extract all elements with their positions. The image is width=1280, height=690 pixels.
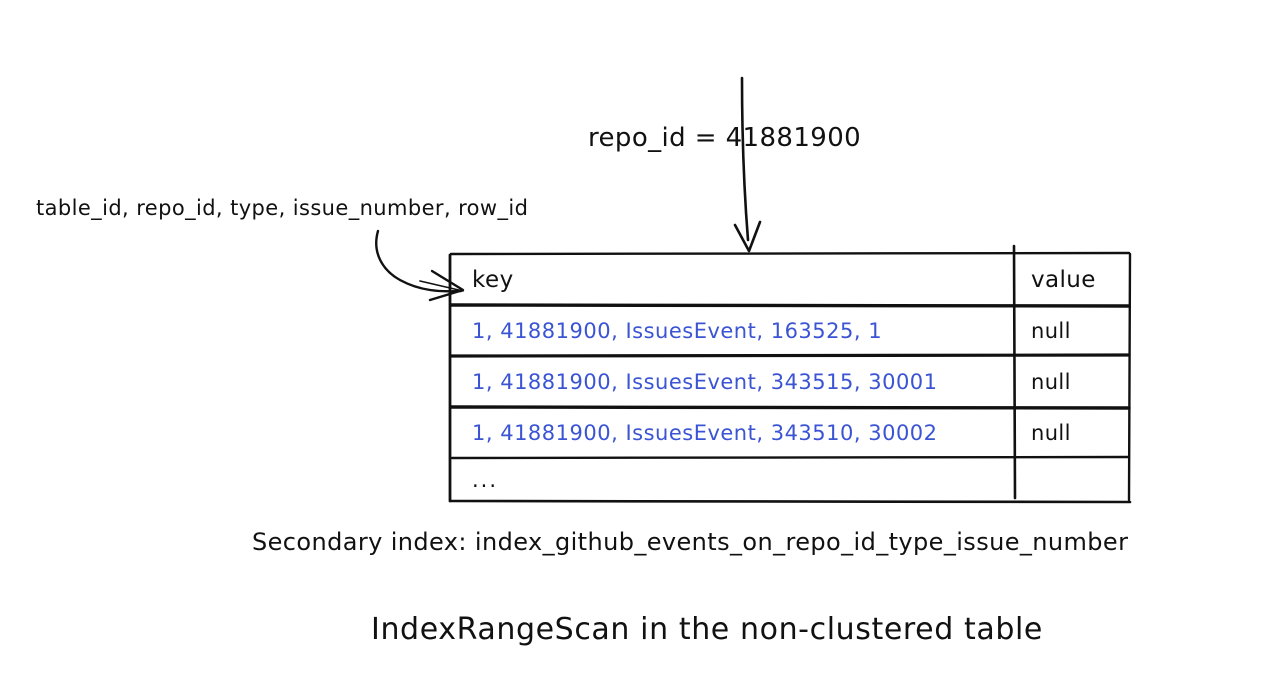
header-key-label: key — [472, 266, 514, 293]
secondary-index-caption: Secondary index: index_github_events_on_… — [252, 528, 1129, 556]
row-cell-key: 1, 41881900, IssuesEvent, 343510, 30002 — [450, 407, 1014, 458]
table-row: 1, 41881900, IssuesEvent, 343510, 30002 … — [450, 407, 1130, 458]
table-header-row: key value — [450, 254, 1130, 305]
diagram-title: IndexRangeScan in the non-clustered tabl… — [371, 612, 1043, 647]
filter-arrow-head — [733, 220, 762, 253]
row-cell-key: 1, 41881900, IssuesEvent, 163525, 1 — [450, 305, 1014, 356]
table-row: 1, 41881900, IssuesEvent, 163525, 1 null — [450, 305, 1130, 356]
row-key-text: 1, 41881900, IssuesEvent, 343515, 30001 — [472, 369, 938, 394]
index-table: key value 1, 41881900, IssuesEvent, 1635… — [450, 254, 1130, 502]
row-cell-value: null — [1014, 356, 1130, 407]
row-cell-key: 1, 41881900, IssuesEvent, 343515, 30001 — [450, 356, 1014, 407]
columns-arrow-shaft — [375, 229, 463, 293]
header-cell-key: key — [450, 254, 1014, 305]
row-key-text: 1, 41881900, IssuesEvent, 163525, 1 — [472, 318, 883, 343]
header-cell-value: value — [1014, 254, 1130, 305]
table-row: 1, 41881900, IssuesEvent, 343515, 30001 … — [450, 356, 1130, 407]
header-value-label: value — [1031, 266, 1096, 293]
row-cell-value — [1014, 458, 1130, 502]
filter-arrow-shaft — [740, 76, 750, 242]
row-cell-value: null — [1014, 407, 1130, 458]
row-key-text: 1, 41881900, IssuesEvent, 343510, 30002 — [472, 420, 938, 445]
row-value-text: null — [1031, 369, 1071, 394]
ellipsis-label: ... — [472, 468, 499, 492]
row-value-text: null — [1031, 420, 1071, 445]
row-cell-key: ... — [450, 458, 1014, 502]
table-row-ellipsis: ... — [450, 458, 1130, 502]
key-columns-label: table_id, repo_id, type, issue_number, r… — [36, 196, 529, 220]
row-cell-value: null — [1014, 305, 1130, 356]
row-value-text: null — [1031, 318, 1071, 343]
filter-predicate-label: repo_id = 41881900 — [588, 123, 862, 153]
